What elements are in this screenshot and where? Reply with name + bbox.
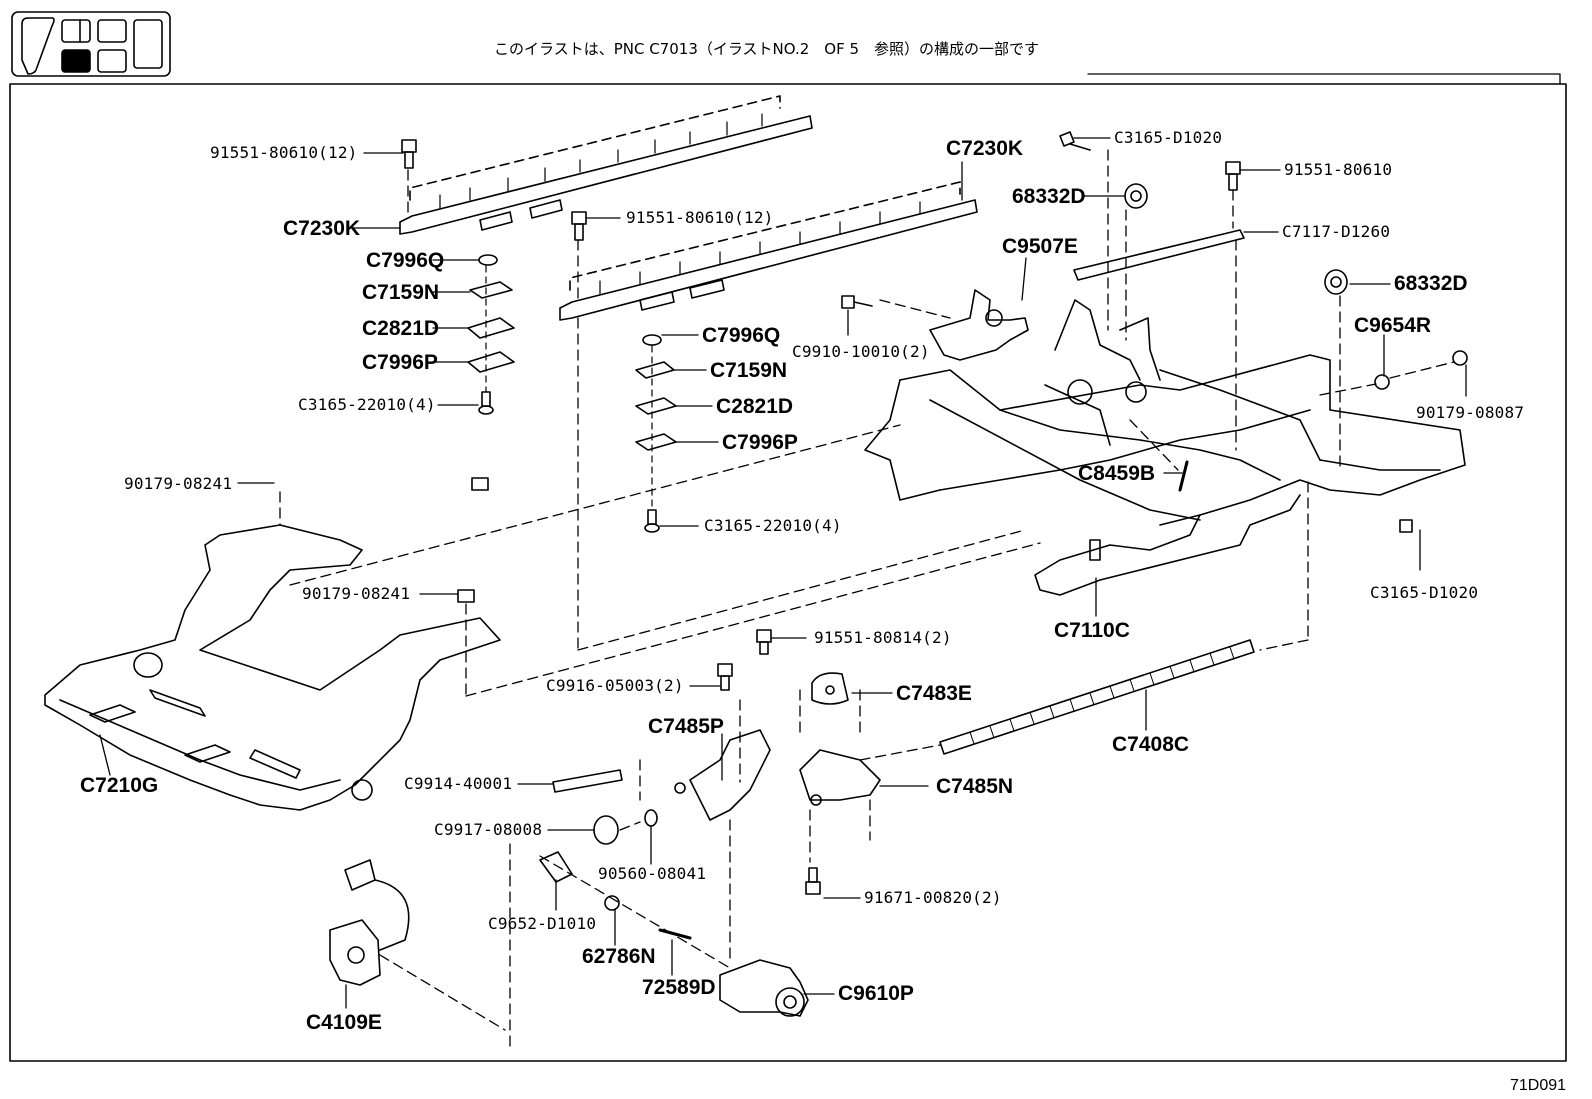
upper-rail-right: [559, 181, 978, 321]
part-callout[interactable]: C7110C: [1054, 619, 1130, 642]
illustration-caption: このイラストは、PNC C7013（イラストNO.2 OF 5 参照）の構成の一…: [494, 40, 1040, 58]
part-callout[interactable]: C7230K: [283, 217, 361, 240]
part-callout[interactable]: 68332D: [1012, 185, 1086, 208]
part-callout[interactable]: 91551-80814(2): [814, 628, 952, 647]
part-callout[interactable]: C9507E: [1002, 235, 1078, 258]
gearbox: [329, 859, 410, 986]
part-callout[interactable]: C7996Q: [702, 324, 781, 347]
part-callout[interactable]: C9914-40001: [404, 774, 513, 793]
shim-stack-right: [635, 334, 677, 533]
upper-rail-left: [399, 95, 813, 235]
part-callout[interactable]: C7485P: [648, 715, 724, 738]
seat-frame: [864, 299, 1466, 596]
part-callout[interactable]: 90560-08041: [598, 864, 707, 883]
part-callout[interactable]: C4109E: [306, 1011, 382, 1034]
part-callout[interactable]: 62786N: [582, 945, 656, 968]
part-callout[interactable]: C7483E: [896, 682, 972, 705]
part-callout[interactable]: C8459B: [1078, 462, 1156, 485]
part-callout[interactable]: C7996P: [362, 351, 438, 374]
part-callout[interactable]: C9610P: [838, 982, 914, 1005]
part-callout[interactable]: C9652-D1010: [488, 914, 597, 933]
part-callout[interactable]: 90179-08241: [124, 474, 233, 493]
part-callout[interactable]: C7230K: [946, 137, 1024, 160]
part-callout[interactable]: C3165-D1020: [1370, 583, 1479, 602]
part-callout[interactable]: C3165-D1020: [1114, 128, 1223, 147]
part-callout[interactable]: C7159N: [710, 359, 788, 382]
part-callout[interactable]: C9910-10010(2): [792, 342, 930, 361]
part-callout[interactable]: C2821D: [362, 317, 440, 340]
part-callout[interactable]: C9916-05003(2): [546, 676, 684, 695]
part-callout[interactable]: C7117-D1260: [1282, 222, 1391, 241]
part-callout[interactable]: C3165-22010(4): [298, 395, 436, 414]
diagram-border: [9, 83, 1567, 1062]
link-bar: [1073, 229, 1245, 281]
part-callout[interactable]: C9654R: [1354, 314, 1432, 337]
assembly-lines: [279, 149, 1455, 1047]
gear-housing: [674, 672, 881, 821]
part-callout[interactable]: C7996P: [722, 431, 798, 454]
part-callout[interactable]: C7210G: [80, 774, 159, 797]
motor: [719, 959, 809, 1017]
part-callout[interactable]: 91551-80610(12): [626, 208, 774, 227]
part-callout[interactable]: 68332D: [1394, 272, 1468, 295]
part-callout[interactable]: 91551-80610(12): [210, 143, 358, 162]
seat-position-icon: [11, 11, 171, 77]
leader-lines: [99, 137, 1467, 1009]
cushion-frame: [44, 524, 501, 811]
part-callout[interactable]: C9917-08008: [434, 820, 543, 839]
spacer-parts: [1124, 183, 1348, 295]
part-callout[interactable]: C3165-22010(4): [704, 516, 842, 535]
illustration-code: 71D091: [1510, 1077, 1567, 1094]
part-callout[interactable]: C7996Q: [366, 249, 445, 272]
shim-stack-left: [467, 254, 515, 415]
screw-shaft: [939, 639, 1255, 755]
part-callout[interactable]: C7159N: [362, 281, 440, 304]
part-callout[interactable]: 90179-08241: [302, 584, 411, 603]
bracket-c9507e: [929, 289, 1029, 361]
part-callout[interactable]: 90179-08087: [1416, 403, 1525, 422]
part-callout[interactable]: 91551-80610: [1284, 160, 1393, 179]
part-callout[interactable]: 72589D: [642, 976, 716, 999]
part-callout[interactable]: C7485N: [936, 775, 1014, 798]
part-callout[interactable]: C2821D: [716, 395, 794, 418]
part-callout[interactable]: C7408C: [1112, 733, 1190, 756]
part-callout[interactable]: 91671-00820(2): [864, 888, 1002, 907]
